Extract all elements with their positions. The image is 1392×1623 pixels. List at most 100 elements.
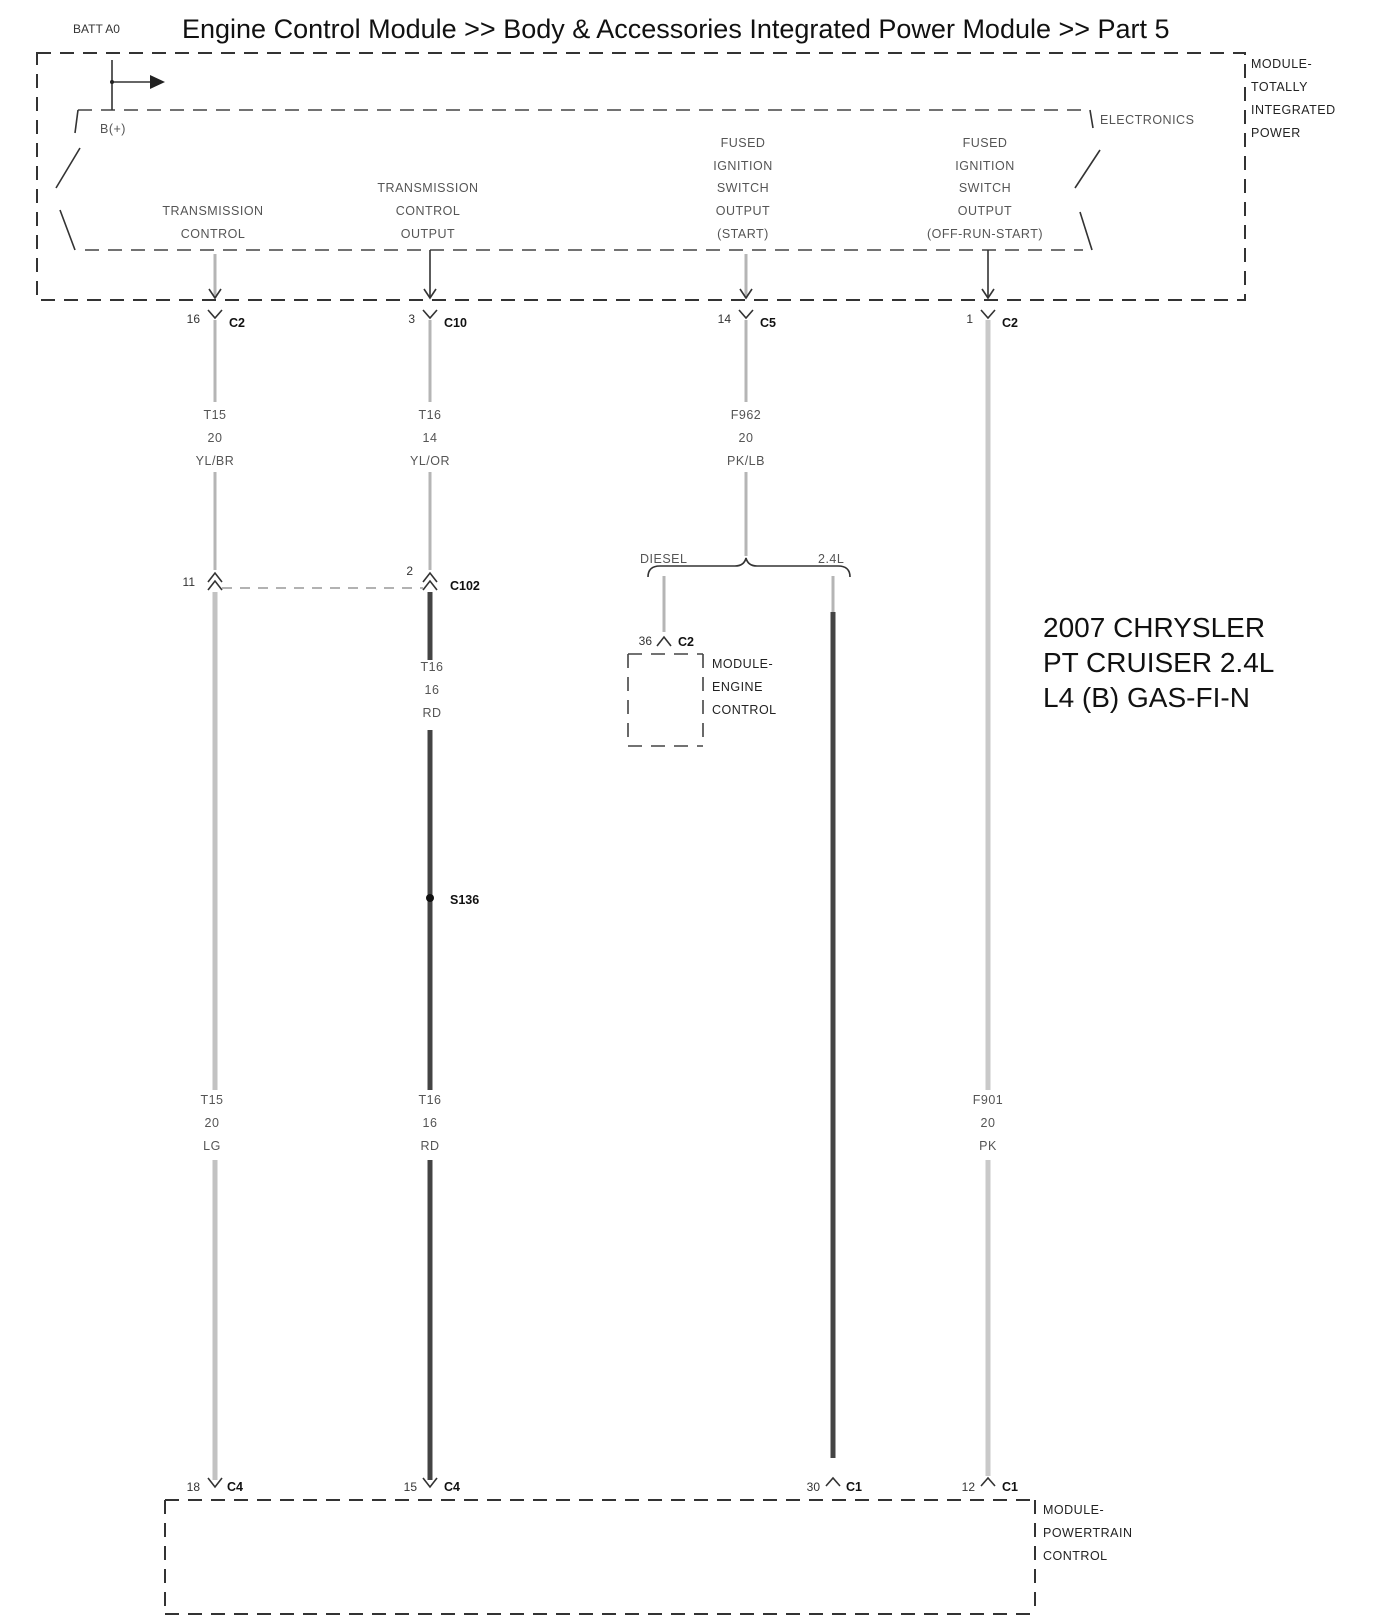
top-connector-2-pin: 3 bbox=[408, 312, 415, 326]
bottom-connector-2-id: C4 bbox=[444, 1480, 460, 1494]
bottom-connector-4-pin: 12 bbox=[962, 1480, 976, 1494]
circuit-3-line-2: IGNITION bbox=[713, 159, 773, 173]
vehicle-line-2: PT CRUISER 2.4L bbox=[1043, 647, 1274, 678]
branch-diesel-label: DIESEL bbox=[640, 552, 687, 566]
wire-t15-lg-line-1: T15 bbox=[200, 1093, 223, 1107]
wire-t16-lower-line-3: RD bbox=[420, 1139, 439, 1153]
batt-label: BATT A0 bbox=[73, 22, 120, 36]
circuit-2-line-3: OUTPUT bbox=[401, 227, 455, 241]
electronics-label: ELECTRONICS bbox=[1100, 113, 1194, 127]
circuit-2-line-1: TRANSMISSION bbox=[377, 181, 478, 195]
top-connector-4-id: C2 bbox=[1002, 316, 1018, 330]
wire-t15-lg-line-3: LG bbox=[203, 1139, 221, 1153]
top-connector-1-pin: 16 bbox=[187, 312, 201, 326]
wire-f901-line-1: F901 bbox=[973, 1093, 1004, 1107]
c102-id: C102 bbox=[450, 579, 480, 593]
splice-label: S136 bbox=[450, 893, 479, 907]
output-arrow-1 bbox=[208, 254, 222, 300]
wire-f901-line-3: PK bbox=[979, 1139, 997, 1153]
electronics-box bbox=[55, 109, 1101, 251]
circuit-2-line-2: CONTROL bbox=[396, 204, 461, 218]
bottom-connector-3-id: C1 bbox=[846, 1480, 862, 1494]
top-connector-1-id: C2 bbox=[229, 316, 245, 330]
wire-t15-lg-line-2: 20 bbox=[205, 1116, 220, 1130]
wire-t15-upper-line-3: YL/BR bbox=[196, 454, 235, 468]
circuit-3-line-4: OUTPUT bbox=[716, 204, 770, 218]
bottom-connector-2-pin: 15 bbox=[404, 1480, 418, 1494]
pcm-name-line-3: CONTROL bbox=[1043, 1549, 1108, 1563]
vehicle-line-1: 2007 CHRYSLER bbox=[1043, 612, 1265, 643]
wire-t16-upper-line-2: 14 bbox=[423, 431, 438, 445]
wire-t15-upper-line-1: T15 bbox=[203, 408, 226, 422]
pcm-module-box bbox=[164, 1499, 1036, 1615]
bottom-connector-1-pin: 18 bbox=[187, 1480, 201, 1494]
wire-t16-upper-line-3: YL/OR bbox=[410, 454, 450, 468]
tipm-name-line-4: POWER bbox=[1251, 126, 1301, 140]
branch-gas-label: 2.4L bbox=[818, 552, 844, 566]
circuit-4-line-4: OUTPUT bbox=[958, 204, 1012, 218]
bottom-connector-1-id: C4 bbox=[227, 1480, 243, 1494]
circuit-1-line-2: CONTROL bbox=[181, 227, 246, 241]
circuit-3-line-3: SWITCH bbox=[717, 181, 769, 195]
wire-t16-rd-line-2: 16 bbox=[425, 683, 440, 697]
c102-connector bbox=[207, 571, 438, 591]
tipm-name-line-2: TOTALLY bbox=[1251, 80, 1308, 94]
ecm-connector-id: C2 bbox=[678, 635, 694, 649]
output-arrow-3 bbox=[739, 254, 753, 300]
tipm-name-line-3: INTEGRATED bbox=[1251, 103, 1336, 117]
page-title: Engine Control Module >> Body & Accessor… bbox=[182, 14, 1170, 44]
ecm-name-line-3: CONTROL bbox=[712, 703, 777, 717]
wire-f962-line-2: 20 bbox=[739, 431, 754, 445]
top-connector-3-pin: 14 bbox=[718, 312, 732, 326]
ecm-module-box bbox=[627, 653, 704, 747]
wire-f962-line-3: PK/LB bbox=[727, 454, 765, 468]
vehicle-line-3: L4 (B) GAS-FI-N bbox=[1043, 682, 1250, 713]
top-connector-1 bbox=[207, 309, 223, 320]
top-connector-3 bbox=[738, 309, 754, 320]
bottom-connector-3 bbox=[825, 1476, 841, 1487]
circuit-4-line-1: FUSED bbox=[963, 136, 1008, 150]
c102-pin-right: 2 bbox=[406, 564, 413, 578]
bottom-connector-1 bbox=[207, 1477, 223, 1489]
bottom-connector-3-pin: 30 bbox=[807, 1480, 821, 1494]
circuit-3-line-1: FUSED bbox=[721, 136, 766, 150]
ecm-connector bbox=[656, 635, 672, 647]
circuit-3-line-5: (START) bbox=[717, 227, 769, 241]
output-arrow-4 bbox=[981, 250, 995, 300]
circuit-4-line-3: SWITCH bbox=[959, 181, 1011, 195]
c102-pin-left: 11 bbox=[183, 575, 196, 589]
wire-f901-line-2: 20 bbox=[981, 1116, 996, 1130]
pcm-name-line-1: MODULE- bbox=[1043, 1503, 1104, 1517]
pcm-name-line-2: POWERTRAIN bbox=[1043, 1526, 1133, 1540]
wire-f962-line-1: F962 bbox=[731, 408, 762, 422]
circuit-1-line-1: TRANSMISSION bbox=[162, 204, 263, 218]
splice-dot bbox=[426, 894, 434, 902]
bottom-connector-4-id: C1 bbox=[1002, 1480, 1018, 1494]
batt-arrow-head bbox=[150, 75, 165, 89]
wire-t16-lower-line-1: T16 bbox=[418, 1093, 441, 1107]
wire-t16-rd-line-1: T16 bbox=[420, 660, 443, 674]
wire-t16-upper-line-1: T16 bbox=[418, 408, 441, 422]
top-connector-3-id: C5 bbox=[760, 316, 776, 330]
circuit-4-line-5: (OFF-RUN-START) bbox=[927, 227, 1043, 241]
bplus-label: B(+) bbox=[100, 122, 126, 136]
wire-t16-rd-line-3: RD bbox=[422, 706, 441, 720]
batt-junction-dot bbox=[110, 80, 114, 84]
ecm-name-line-2: ENGINE bbox=[712, 680, 763, 694]
output-arrow-2 bbox=[423, 250, 437, 300]
top-connector-2-id: C10 bbox=[444, 316, 467, 330]
wire-t16-lower-line-2: 16 bbox=[423, 1116, 438, 1130]
ecm-name-line-1: MODULE- bbox=[712, 657, 773, 671]
branch-bracket bbox=[647, 557, 851, 578]
bottom-connector-4 bbox=[980, 1476, 996, 1487]
top-connector-2 bbox=[422, 309, 438, 320]
circuit-4-line-2: IGNITION bbox=[955, 159, 1015, 173]
top-connector-4-pin: 1 bbox=[966, 312, 973, 326]
ecm-pin: 36 bbox=[639, 634, 653, 648]
tipm-module-box bbox=[36, 52, 1246, 301]
tipm-name-line-1: MODULE- bbox=[1251, 57, 1312, 71]
wire-t15-upper-line-2: 20 bbox=[208, 431, 223, 445]
top-connector-4 bbox=[980, 309, 996, 320]
bottom-connector-2 bbox=[422, 1477, 438, 1489]
